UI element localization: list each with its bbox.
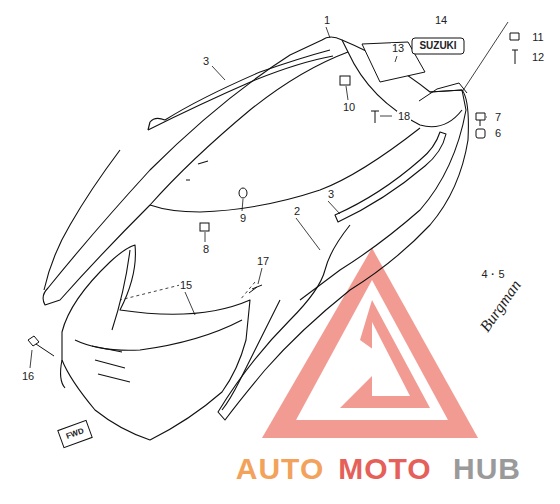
clip-10 bbox=[340, 76, 350, 85]
emblem-14 bbox=[412, 38, 464, 54]
callout-number: 4・5 bbox=[480, 269, 505, 280]
callout-number: 11 bbox=[531, 32, 544, 43]
callout-number: 8 bbox=[202, 244, 210, 255]
callout-number: 1 bbox=[323, 15, 331, 26]
callout-number: 7 bbox=[494, 112, 502, 123]
nut-6 bbox=[476, 129, 485, 138]
callout-number: 12 bbox=[531, 52, 545, 63]
screw-18 bbox=[371, 111, 379, 123]
clip-8 bbox=[200, 223, 209, 231]
callout-number: 17 bbox=[256, 256, 270, 267]
emblem-script: Burgman bbox=[477, 277, 524, 334]
leader-lines bbox=[30, 22, 508, 368]
callout-number: 3 bbox=[202, 56, 210, 67]
watermark-text: HUB bbox=[453, 454, 521, 484]
fwd-arrow bbox=[58, 420, 92, 447]
ring-9 bbox=[239, 188, 247, 198]
direction-mark: FWD bbox=[65, 427, 85, 441]
callout-number: 6 bbox=[494, 128, 502, 139]
watermark-text: MOTO bbox=[338, 454, 431, 484]
covers bbox=[43, 37, 468, 440]
callout-number: 18 bbox=[397, 111, 411, 122]
callout-number: 3 bbox=[327, 189, 335, 200]
callout-number: 2 bbox=[293, 206, 301, 217]
screw-17 bbox=[249, 285, 262, 293]
screw-12 bbox=[512, 50, 518, 64]
callout-number: 10 bbox=[342, 102, 356, 113]
callout-number: 9 bbox=[239, 213, 247, 224]
small-parts bbox=[28, 33, 519, 448]
watermark-text: AUTO bbox=[236, 454, 324, 484]
bracket bbox=[419, 83, 467, 101]
screw-7 bbox=[476, 113, 485, 126]
callout-number: 14 bbox=[434, 15, 448, 26]
callout-number: 16 bbox=[21, 371, 35, 382]
callout-number: 15 bbox=[179, 280, 193, 291]
callout-number: 13 bbox=[391, 43, 405, 54]
emblem-text: SUZUKI bbox=[419, 41, 456, 51]
nut-11 bbox=[510, 33, 519, 40]
